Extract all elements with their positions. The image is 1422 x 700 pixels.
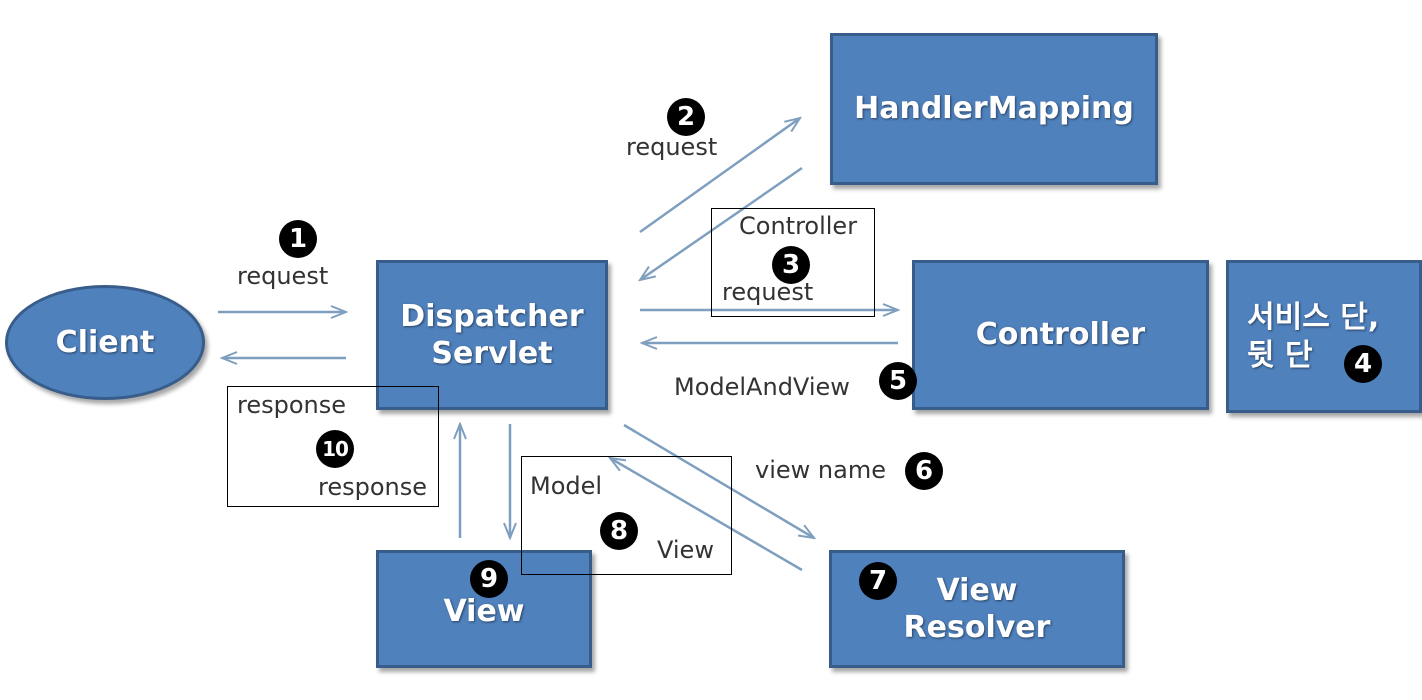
step-8-badge: 8: [600, 512, 638, 550]
response-frame: [227, 386, 439, 507]
arrow-viewresolver-to-dispatcher: [610, 458, 803, 572]
step-7-badge: 7: [859, 562, 897, 600]
label-response-bottom: response: [318, 473, 428, 501]
step-9-badge: 9: [470, 560, 508, 598]
handler-mapping-node: HandlerMapping: [830, 33, 1158, 185]
step-6-badge: 6: [905, 452, 943, 490]
client-label: Client: [55, 325, 155, 360]
view-resolver-label: View Resolver: [903, 572, 1051, 646]
controller-request-frame: [711, 208, 875, 317]
step-4-badge: 4: [1344, 345, 1382, 383]
handler-mapping-label: HandlerMapping: [854, 91, 1134, 127]
dispatcher-servlet-node: Dispatcher Servlet: [376, 260, 608, 410]
service-layer-node: 서비스 단, 뒷 단: [1226, 260, 1422, 413]
label-model: Model: [530, 472, 603, 500]
label-view-name: view name: [755, 456, 886, 484]
step-2-badge: 2: [667, 98, 705, 136]
label-controller-3: Controller: [739, 212, 858, 240]
arrow-dispatcher-to-viewresolver: [623, 423, 814, 538]
step-3-badge: 3: [772, 246, 810, 284]
label-model-and-view: ModelAndView: [674, 373, 850, 401]
view-label: View: [443, 594, 525, 630]
label-request-1: request: [237, 262, 329, 290]
label-view-8: View: [657, 536, 714, 564]
client-node: Client: [5, 285, 205, 400]
label-request-2: request: [626, 133, 718, 161]
label-request-3: request: [722, 278, 814, 306]
step-1-badge: 1: [279, 220, 317, 258]
model-view-frame: [521, 456, 732, 575]
step-5-badge: 5: [879, 362, 917, 400]
step-10-badge: 10: [316, 430, 354, 468]
service-layer-label: 서비스 단, 뒷 단: [1247, 300, 1380, 373]
dispatcher-servlet-label: Dispatcher Servlet: [400, 298, 584, 372]
controller-node: Controller: [912, 260, 1209, 410]
controller-label: Controller: [975, 317, 1146, 353]
arrow-dispatcher-to-handlermapping: [639, 118, 800, 234]
arrow-handlermapping-to-dispatcher: [640, 166, 803, 280]
label-response-top: response: [237, 391, 347, 419]
